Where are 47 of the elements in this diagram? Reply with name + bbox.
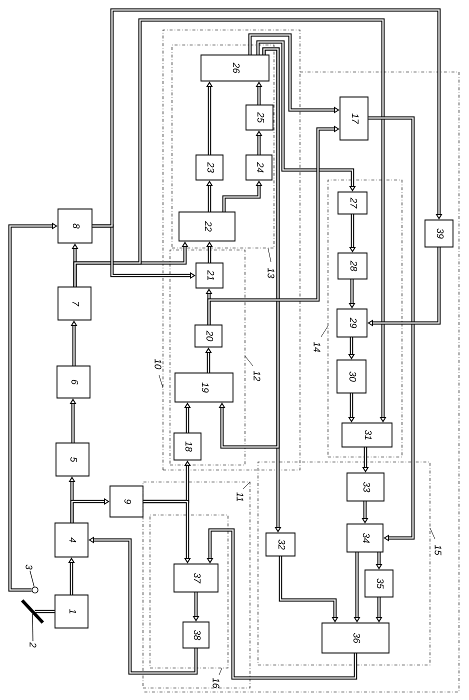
lever	[20, 599, 44, 624]
block-box: 33	[346, 472, 384, 502]
block-box: 17	[340, 96, 368, 140]
block-box: 38	[182, 622, 210, 648]
block-box: 36	[322, 622, 390, 654]
block-box: 7	[58, 286, 92, 320]
block-box: 39	[424, 220, 454, 248]
block-box: 1	[54, 594, 88, 628]
arrow	[34, 610, 55, 614]
block-box: 28	[338, 252, 368, 280]
frame-number: 14	[314, 342, 320, 352]
block-box: 31	[342, 422, 392, 448]
block-box: 8	[58, 208, 92, 244]
block-box: 30	[336, 360, 366, 394]
arrow	[218, 47, 280, 449]
leader-line	[30, 570, 34, 588]
arrow	[368, 116, 415, 542]
frame-number: 15	[434, 545, 442, 556]
block-box: 24	[246, 154, 272, 180]
block-box: 37	[174, 564, 218, 592]
block-box: 35	[364, 570, 394, 598]
block-box: 21	[196, 262, 224, 288]
block-box: 5	[56, 442, 90, 476]
frame-number: 12	[254, 371, 260, 382]
block-box: 9	[110, 486, 144, 518]
block-box: 26	[200, 54, 270, 82]
block-box: 6	[56, 366, 90, 398]
block-box: 4	[54, 522, 88, 558]
block-box: 34	[346, 524, 384, 552]
block-box: 29	[336, 308, 368, 338]
block-box: 25	[246, 104, 274, 130]
frame-number: 16	[212, 678, 220, 688]
arrow	[207, 126, 340, 325]
part-number: 2	[30, 642, 36, 648]
block-box: 27	[338, 192, 368, 214]
block-box: 18	[174, 432, 202, 460]
frame-number: 11	[236, 492, 244, 502]
block-box: 20	[194, 324, 222, 348]
leader-line	[32, 614, 34, 642]
arrow	[92, 8, 442, 228]
part-number: 3	[26, 564, 32, 570]
frame-number: 13	[268, 268, 274, 278]
block-box: 32	[266, 532, 296, 556]
block-box: 19	[174, 372, 234, 402]
frame-number: 10	[154, 359, 162, 370]
block-box: 23	[196, 154, 224, 180]
block-box: 22	[178, 212, 236, 242]
